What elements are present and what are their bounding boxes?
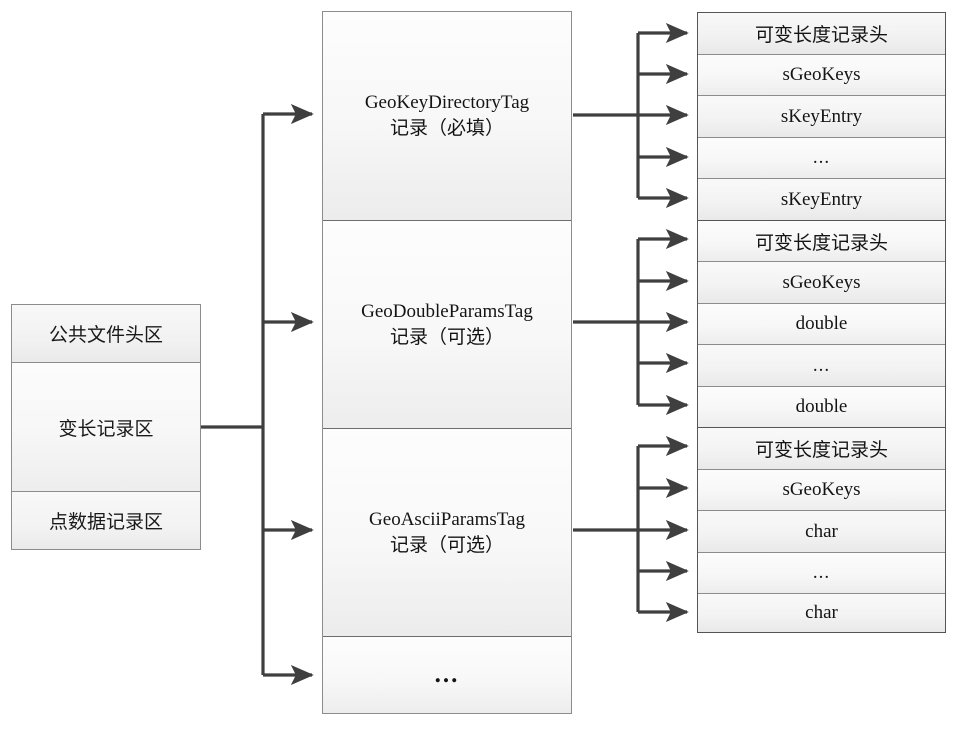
field-row-char-ellipsis: ...	[698, 552, 945, 593]
field-row-sgeokeys-3: sGeoKeys	[698, 469, 945, 510]
field-row-label: sGeoKeys	[782, 479, 861, 500]
mid-cell-label: ...	[434, 661, 460, 689]
field-row-skeyentry-last: sKeyEntry	[698, 178, 945, 220]
field-row-double-last: double	[698, 386, 945, 427]
left-cell-point-data-records: 点数据记录区	[12, 491, 200, 549]
mid-cell-geodoubleparamstag: GeoDoubleParamsTag 记录（可选）	[323, 220, 571, 428]
field-row-label: 可变长度记录头	[754, 440, 888, 461]
field-row-label: sGeoKeys	[782, 64, 861, 85]
record-field-lists-box: 可变长度记录头 sGeoKeys sKeyEntry ... sKeyEntry…	[697, 12, 946, 633]
field-row-sgeokeys-1: sGeoKeys	[698, 54, 945, 95]
field-row-vlr-header-3: 可变长度记录头	[698, 427, 945, 469]
las-file-regions-box: 公共文件头区 变长记录区 点数据记录区	[11, 304, 201, 550]
left-cell-label: 公共文件头区	[48, 325, 163, 346]
mid-cell-label: GeoKeyDirectoryTag 记录（必填）	[364, 92, 530, 139]
field-row-double-first: double	[698, 303, 945, 344]
field-row-label: ...	[812, 354, 831, 376]
field-row-label: double	[795, 313, 848, 334]
left-cell-label: 变长记录区	[58, 418, 154, 440]
field-row-double-ellipsis: ...	[698, 344, 945, 386]
field-row-sgeokeys-2: sGeoKeys	[698, 261, 945, 303]
field-row-vlr-header-1: 可变长度记录头	[698, 13, 945, 54]
variable-length-records-box: GeoKeyDirectoryTag 记录（必填） GeoDoubleParam…	[322, 11, 572, 714]
field-row-skeyentry-ellipsis: ...	[698, 137, 945, 178]
field-row-label: sGeoKeys	[782, 271, 861, 293]
left-cell-label: 点数据记录区	[48, 512, 163, 533]
field-row-label: 可变长度记录头	[754, 232, 888, 254]
field-row-label: char	[805, 520, 838, 542]
field-row-char-last: char	[698, 593, 945, 632]
field-row-label: ...	[812, 147, 831, 168]
mid-cell-label: GeoDoubleParamsTag 记录（可选）	[361, 300, 533, 348]
left-cell-variable-length-records: 变长记录区	[12, 362, 200, 491]
field-row-label: sKeyEntry	[780, 188, 863, 210]
field-row-label: double	[795, 396, 848, 417]
mid-cell-geokeydirectorytag: GeoKeyDirectoryTag 记录（必填）	[323, 12, 571, 220]
field-row-vlr-header-2: 可变长度记录头	[698, 220, 945, 261]
mid-cell-more: ...	[323, 636, 571, 713]
mid-cell-geoasciiparamstag: GeoAsciiParamsTag 记录（可选）	[323, 428, 571, 636]
left-cell-public-header: 公共文件头区	[12, 305, 200, 362]
field-row-label: 可变长度记录头	[754, 25, 888, 46]
field-row-skeyentry-first: sKeyEntry	[698, 95, 945, 137]
field-row-label: sKeyEntry	[780, 105, 863, 127]
field-row-label: ...	[812, 562, 831, 583]
mid-cell-label: GeoAsciiParamsTag 记录（可选）	[369, 508, 525, 556]
field-row-label: char	[805, 602, 838, 623]
field-row-char-first: char	[698, 510, 945, 552]
